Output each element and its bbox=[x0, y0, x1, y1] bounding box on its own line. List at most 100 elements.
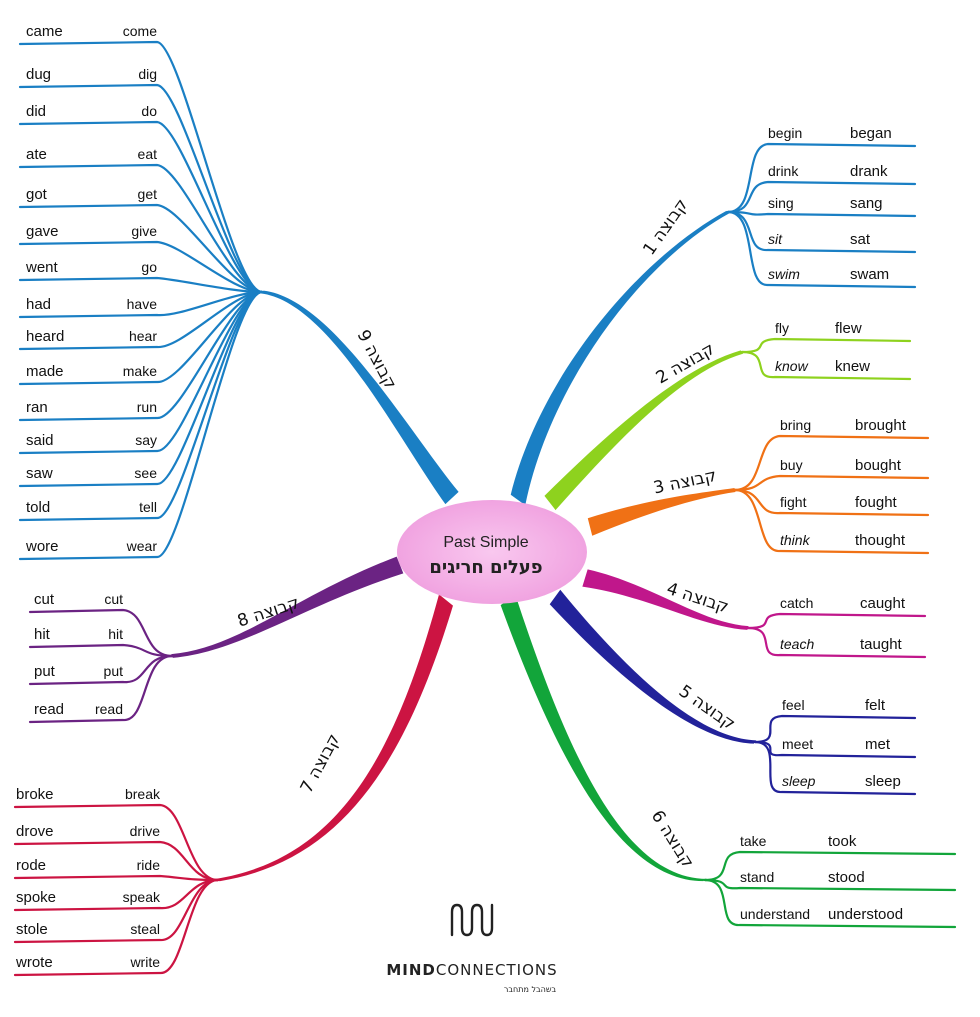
past-verb: taught bbox=[860, 636, 903, 653]
verb-branch-g8 bbox=[28, 608, 174, 658]
verb-branch-g9 bbox=[18, 240, 264, 294]
base-verb: swim bbox=[768, 266, 800, 282]
base-verb: put bbox=[104, 663, 124, 679]
verb-branch-g6 bbox=[703, 878, 957, 892]
past-verb: thought bbox=[855, 532, 906, 549]
base-verb: drive bbox=[130, 823, 161, 839]
base-verb: sing bbox=[768, 195, 794, 211]
verb-branch-g4 bbox=[746, 612, 927, 630]
base-verb: wear bbox=[126, 538, 158, 554]
group-label-g7: קבוצה 7 bbox=[297, 731, 345, 797]
past-verb: put bbox=[34, 663, 56, 680]
past-verb: drank bbox=[850, 163, 888, 180]
verb-branch-g2 bbox=[740, 350, 912, 381]
past-verb: wore bbox=[25, 538, 59, 555]
main-branch-g9 bbox=[260, 290, 459, 505]
verb-branch-g9 bbox=[18, 203, 264, 294]
verb-branch-g1 bbox=[726, 210, 917, 289]
base-verb: hit bbox=[108, 626, 123, 642]
verb-branch-g1 bbox=[726, 180, 917, 214]
base-verb: come bbox=[123, 23, 157, 39]
verb-branch-g5 bbox=[753, 740, 917, 796]
past-verb: knew bbox=[835, 358, 870, 375]
base-verb: drink bbox=[768, 163, 799, 179]
verb-branch-g9 bbox=[18, 40, 264, 294]
verb-branch-g8 bbox=[28, 643, 174, 658]
base-verb: fight bbox=[780, 494, 807, 510]
past-verb: rode bbox=[16, 857, 46, 874]
base-verb: understand bbox=[740, 906, 810, 922]
verb-branch-g1 bbox=[726, 210, 917, 254]
base-verb: get bbox=[138, 186, 158, 202]
past-verb: stole bbox=[16, 921, 48, 938]
base-verb: stand bbox=[740, 869, 774, 885]
past-verb: cut bbox=[34, 591, 55, 608]
center-title: Past Simple bbox=[443, 534, 528, 551]
past-verb: stood bbox=[828, 869, 865, 886]
base-verb: take bbox=[740, 833, 767, 849]
verb-branch-g4 bbox=[746, 626, 927, 659]
main-branch-g8 bbox=[171, 556, 404, 658]
past-verb: fought bbox=[855, 494, 898, 511]
base-verb: dig bbox=[138, 66, 157, 82]
base-verb: eat bbox=[138, 146, 158, 162]
base-verb: run bbox=[137, 399, 157, 415]
base-verb: break bbox=[125, 786, 161, 802]
base-verb: speak bbox=[123, 889, 161, 905]
base-verb: think bbox=[780, 532, 811, 548]
past-verb: came bbox=[26, 23, 63, 40]
verb-branch-g3 bbox=[733, 474, 930, 492]
verb-branch-g9 bbox=[18, 163, 264, 294]
past-verb: brought bbox=[855, 417, 907, 434]
past-verb: saw bbox=[26, 465, 53, 482]
verb-branch-g9 bbox=[18, 290, 264, 319]
base-verb: bring bbox=[780, 417, 811, 433]
verb-branch-g9 bbox=[18, 290, 264, 386]
main-branch-g5 bbox=[549, 589, 757, 744]
base-verb: sit bbox=[768, 231, 783, 247]
verb-branch-g9 bbox=[18, 276, 264, 294]
past-verb: took bbox=[828, 833, 857, 850]
past-verb: heard bbox=[26, 328, 64, 345]
past-verb: ran bbox=[26, 399, 48, 416]
verb-branch-g9 bbox=[18, 290, 264, 488]
main-branch-g7 bbox=[216, 594, 453, 882]
verb-branch-g9 bbox=[18, 120, 264, 294]
base-verb: feel bbox=[782, 697, 805, 713]
past-verb: sang bbox=[850, 195, 883, 212]
verb-branch-g3 bbox=[733, 488, 930, 555]
past-verb: got bbox=[26, 186, 48, 203]
center-node: Past Simple פעלים חריגים bbox=[397, 500, 587, 604]
base-verb: give bbox=[131, 223, 157, 239]
main-branch-g2 bbox=[544, 350, 744, 511]
base-verb: make bbox=[123, 363, 157, 379]
verb-branch-g9 bbox=[18, 83, 264, 294]
verb-branch-g2 bbox=[740, 337, 912, 354]
base-verb: do bbox=[141, 103, 157, 119]
verb-branch-g6 bbox=[703, 878, 957, 929]
past-verb: began bbox=[850, 125, 892, 142]
logo-wave-icon bbox=[450, 903, 494, 937]
past-verb: ate bbox=[26, 146, 47, 163]
verb-branch-g7 bbox=[13, 874, 220, 882]
base-verb: tell bbox=[139, 499, 157, 515]
verb-branch-g8 bbox=[28, 654, 174, 724]
past-verb: said bbox=[26, 432, 54, 449]
verb-branch-g1 bbox=[726, 210, 917, 218]
past-verb: made bbox=[26, 363, 64, 380]
verb-branch-g3 bbox=[733, 488, 930, 517]
base-verb: teach bbox=[780, 636, 814, 652]
past-verb: caught bbox=[860, 595, 906, 612]
base-verb: read bbox=[95, 701, 123, 717]
past-verb: met bbox=[865, 736, 891, 753]
logo-wordmark: MINDCONNECTIONS bbox=[386, 961, 557, 979]
base-verb: say bbox=[135, 432, 157, 448]
base-verb: steal bbox=[130, 921, 160, 937]
logo-tagline: בשהבל מתחבר bbox=[504, 985, 557, 994]
